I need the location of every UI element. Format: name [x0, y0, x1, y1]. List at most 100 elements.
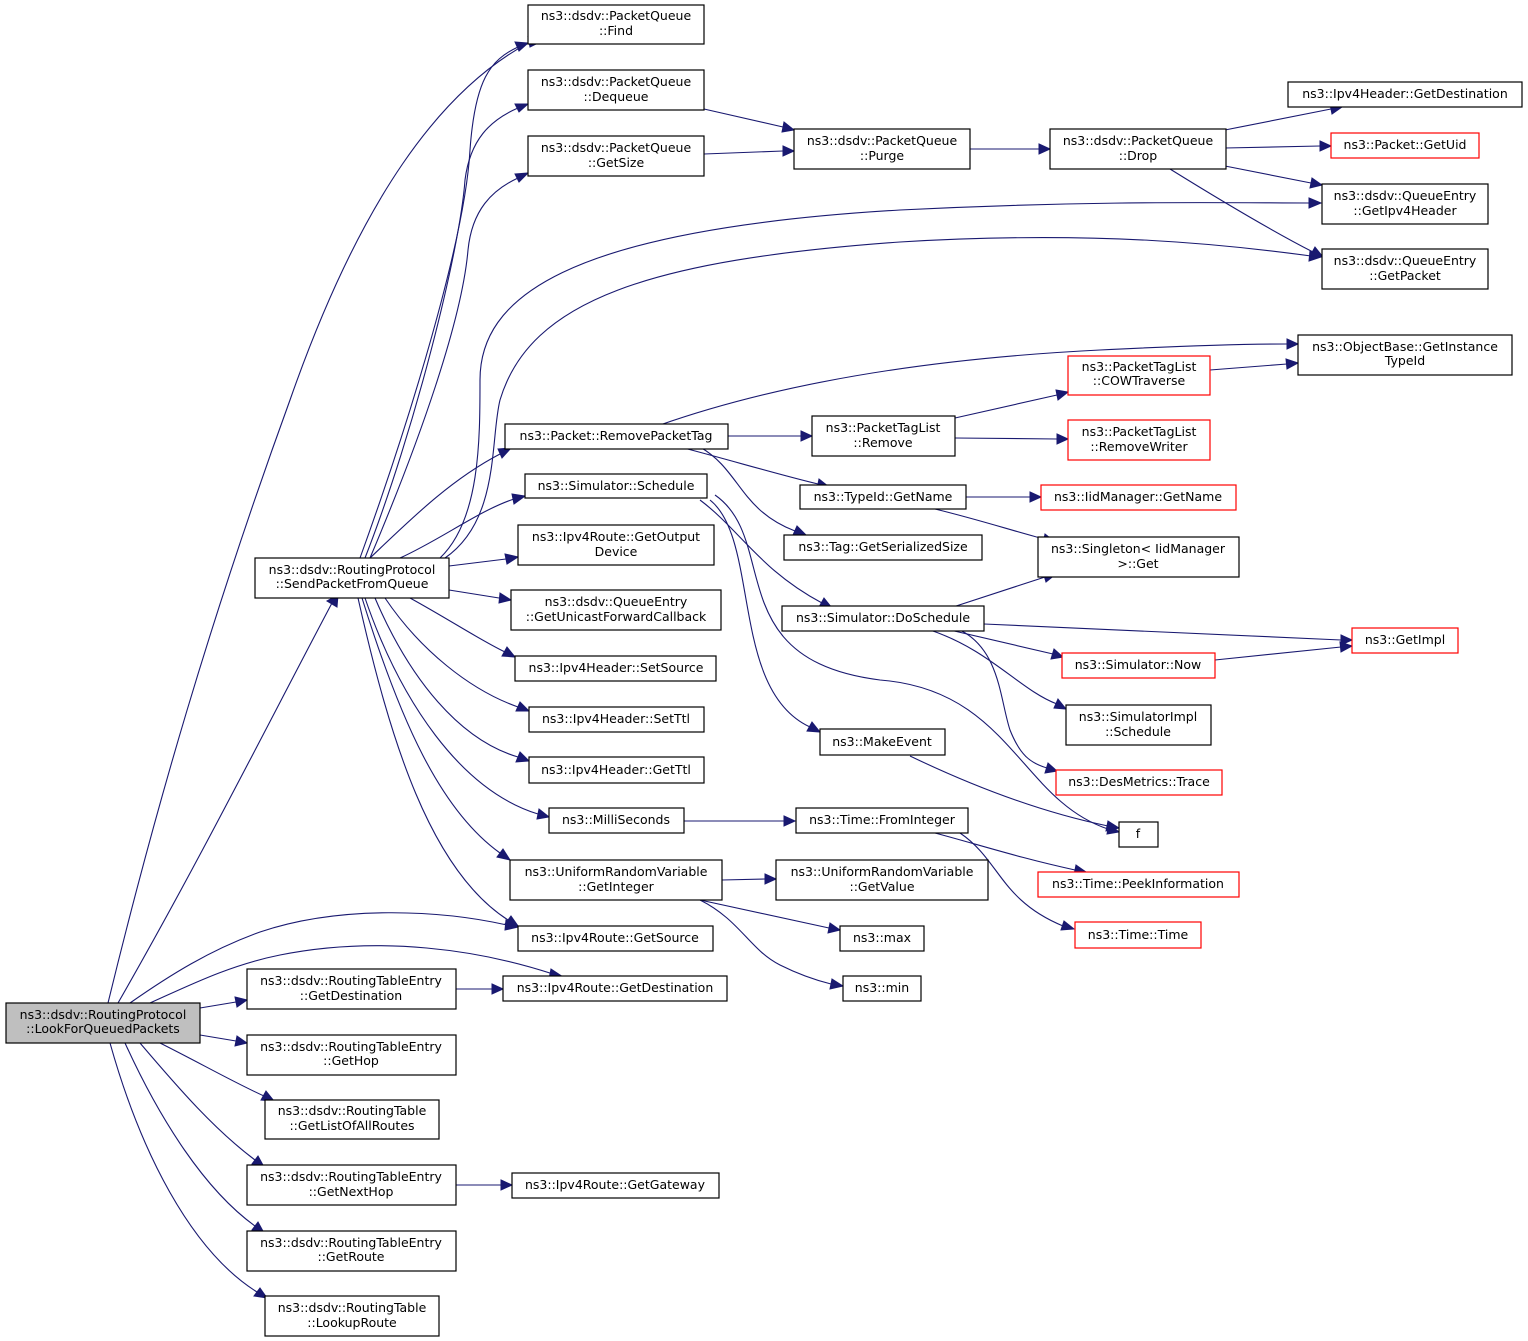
node-label-line-1: ns3::SimulatorImpl [1079, 709, 1197, 724]
node-queueentry-getunicastforwardcallback[interactable]: ns3::dsdv::QueueEntry::GetUnicastForward… [510, 589, 722, 631]
node-simulator-doschedule[interactable]: ns3::Simulator::DoSchedule [781, 605, 985, 632]
node-label-line-1: ns3::MakeEvent [832, 734, 932, 749]
node-max[interactable]: ns3::max [839, 925, 925, 952]
node-label-line-1: ns3::dsdv::PacketQueue [541, 8, 692, 23]
edge-sendPkt-to-pktRemoveTag [369, 447, 513, 559]
node-makeevent[interactable]: ns3::MakeEvent [819, 728, 946, 756]
node-time-time[interactable]: ns3::Time::Time [1074, 921, 1202, 949]
node-label-line-1: ns3::dsdv::RoutingTableEntry [260, 973, 442, 988]
node-label-line-2: ::GetSize [588, 155, 645, 170]
edge-sendPkt-to-ipv4hGetTtl [374, 597, 531, 763]
node-packettaglist-remove[interactable]: ns3::PacketTagList::Remove [811, 415, 956, 457]
edge-sendPkt-to-pqFind [359, 41, 530, 559]
node-lookforqueuedpackets[interactable]: ns3::dsdv::RoutingProtocol::LookForQueue… [5, 1002, 201, 1044]
node-label-line-2: ::LookForQueuedPackets [26, 1021, 180, 1036]
node-packetqueue-dequeue[interactable]: ns3::dsdv::PacketQueue::Dequeue [527, 69, 705, 111]
node-ipv4route-getsource[interactable]: ns3::Ipv4Route::GetSource [517, 925, 714, 952]
node-simulatorimpl-schedule[interactable]: ns3::SimulatorImpl::Schedule [1065, 704, 1212, 746]
node-label-line-2: ::RemoveWriter [1090, 439, 1188, 454]
node-packetqueue-getsize[interactable]: ns3::dsdv::PacketQueue::GetSize [527, 135, 705, 177]
node-label-line-1: ns3::PacketTagList [1082, 424, 1197, 439]
node-packetqueue-purge[interactable]: ns3::dsdv::PacketQueue::Purge [793, 128, 971, 170]
node-packetqueue-drop[interactable]: ns3::dsdv::PacketQueue::Drop [1049, 128, 1227, 170]
node-routingtableentry-gethop[interactable]: ns3::dsdv::RoutingTableEntry::GetHop [246, 1034, 457, 1076]
edge-simSchedule-to-makeEvent [709, 499, 822, 733]
node-label-line-1: ns3::Simulator::DoSchedule [796, 610, 970, 625]
node-label-line-2: ::GetListOfAllRoutes [289, 1118, 414, 1133]
edge-sendPkt-to-milliSeconds [364, 597, 551, 820]
node-label-line-1: ns3::Time::PeekInformation [1052, 876, 1224, 891]
edge-sendPkt-to-urvGetInteger [361, 597, 512, 861]
node-label-line-1: ns3::DesMetrics::Trace [1068, 774, 1210, 789]
node-time-frominteger[interactable]: ns3::Time::FromInteger [795, 807, 969, 834]
node-label-line-1: ns3::IidManager::GetName [1054, 489, 1222, 504]
edge-timeFromInt-to-timeTime [959, 832, 1076, 931]
node-typeid-getname[interactable]: ns3::TypeId::GetName [799, 484, 967, 510]
node-ipv4header-getdestination[interactable]: ns3::Ipv4Header::GetDestination [1287, 81, 1523, 108]
node-label-line-2: ::Remove [853, 435, 912, 450]
node-simulator-now[interactable]: ns3::Simulator::Now [1061, 652, 1216, 679]
node-f[interactable]: f [1118, 821, 1159, 848]
node-iidmanager-getname[interactable]: ns3::IidManager::GetName [1040, 484, 1237, 511]
node-label-line-1: ns3::dsdv::QueueEntry [1334, 188, 1477, 203]
node-sendpacketfromqueue[interactable]: ns3::dsdv::RoutingProtocol::SendPacketFr… [254, 557, 450, 599]
node-packettaglist-removewriter[interactable]: ns3::PacketTagList::RemoveWriter [1067, 419, 1211, 461]
node-routingtable-lookuproute[interactable]: ns3::dsdv::RoutingTable::LookupRoute [264, 1295, 440, 1337]
edge-pqDrop-to-ipv4hGetDest [1224, 103, 1344, 131]
node-uniformrandomvariable-getvalue[interactable]: ns3::UniformRandomVariable::GetValue [775, 859, 989, 901]
node-label-line-2: ::GetHop [323, 1053, 379, 1068]
edge-ptlRemove-to-ptlRemoveWriter [954, 433, 1070, 445]
node-routingtable-getlistofallroutes[interactable]: ns3::dsdv::RoutingTable::GetListOfAllRou… [264, 1099, 440, 1140]
edge-root-to-pqFind [107, 36, 542, 1004]
node-label-line-2: ::Schedule [1105, 724, 1171, 739]
node-label-line-1: ns3::PacketTagList [826, 420, 941, 435]
node-label-line-1: f [1136, 826, 1141, 841]
edge-sendPkt-to-simSchedule [399, 493, 527, 559]
edge-pktRemoveTag-to-ptlRemove [728, 430, 814, 442]
node-uniformrandomvariable-getinteger[interactable]: ns3::UniformRandomVariable::GetInteger [509, 859, 723, 901]
edge-makeEvent-to-f [909, 755, 1121, 832]
node-ipv4route-getgateway[interactable]: ns3::Ipv4Route::GetGateway [511, 1172, 720, 1199]
node-min[interactable]: ns3::min [842, 975, 922, 1002]
edge-pqDrop-to-qeGetPacket [1169, 168, 1325, 258]
node-ipv4header-setttl[interactable]: ns3::Ipv4Header::SetTtl [528, 706, 705, 733]
node-label-line-1: ns3::Time::FromInteger [809, 812, 956, 827]
node-ipv4header-getttl[interactable]: ns3::Ipv4Header::GetTtl [528, 756, 705, 784]
node-label-line-1: ns3::Singleton< IidManager [1051, 541, 1226, 556]
node-simulator-schedule[interactable]: ns3::Simulator::Schedule [524, 473, 708, 499]
node-label-line-1: ns3::max [853, 930, 911, 945]
node-ipv4header-setsource[interactable]: ns3::Ipv4Header::SetSource [514, 655, 717, 682]
edge-typeIdGetName-to-iidGetName [966, 491, 1043, 503]
node-label-line-1: ns3::Simulator::Now [1075, 657, 1202, 672]
node-label-line-2: ::Find [599, 23, 633, 38]
node-ipv4route-getdestination[interactable]: ns3::Ipv4Route::GetDestination [502, 975, 728, 1002]
edge-rteGetNextHop-to-ipv4rGetGateway [456, 1179, 514, 1191]
node-label-line-1: ns3::Simulator::Schedule [538, 478, 695, 493]
node-singleton-iidmanager-get[interactable]: ns3::Singleton< IidManager >::Get [1037, 536, 1240, 578]
node-desmetrics-trace[interactable]: ns3::DesMetrics::Trace [1055, 769, 1223, 796]
node-milliseconds[interactable]: ns3::MilliSeconds [548, 807, 685, 834]
edge-ptlRemove-to-ptlCOW [954, 389, 1070, 419]
node-getimpl[interactable]: ns3::GetImpl [1351, 627, 1459, 654]
node-queueentry-getipv4header[interactable]: ns3::dsdv::QueueEntry::GetIpv4Header [1321, 183, 1489, 225]
node-packettaglist-cowtraverse[interactable]: ns3::PacketTagList::COWTraverse [1067, 355, 1211, 396]
node-packet-removepackettag[interactable]: ns3::Packet::RemovePacketTag [504, 423, 729, 450]
node-routingtableentry-getnexthop[interactable]: ns3::dsdv::RoutingTableEntry::GetNextHop [246, 1164, 457, 1206]
node-label-line-1: ns3::UniformRandomVariable [525, 864, 708, 879]
node-label-line-1: ns3::Ipv4Route::GetOutput [532, 529, 700, 544]
node-routingtableentry-getroute[interactable]: ns3::dsdv::RoutingTableEntry::GetRoute [246, 1230, 457, 1272]
node-label-line-1: ns3::Ipv4Route::GetGateway [525, 1177, 706, 1192]
node-time-peekinformation[interactable]: ns3::Time::PeekInformation [1037, 871, 1240, 898]
node-label-line-1: ns3::Packet::GetUid [1344, 137, 1467, 152]
node-packet-getuid[interactable]: ns3::Packet::GetUid [1330, 132, 1480, 159]
edge-root-to-rteGetNextHop [139, 1042, 265, 1168]
edge-sendPkt-to-ipv4rGetOutDev [448, 553, 520, 567]
node-tag-getserializedsize[interactable]: ns3::Tag::GetSerializedSize [783, 534, 983, 561]
edge-root-to-sendPkt [117, 594, 339, 1004]
node-routingtableentry-getdestination[interactable]: ns3::dsdv::RoutingTableEntry::GetDestina… [246, 968, 457, 1010]
edge-pktRemoveTag-to-tagGetSerSize [699, 446, 808, 536]
node-packetqueue-find[interactable]: ns3::dsdv::PacketQueue::Find [527, 4, 705, 45]
node-queueentry-getpacket[interactable]: ns3::dsdv::QueueEntry::GetPacket [1321, 248, 1489, 290]
